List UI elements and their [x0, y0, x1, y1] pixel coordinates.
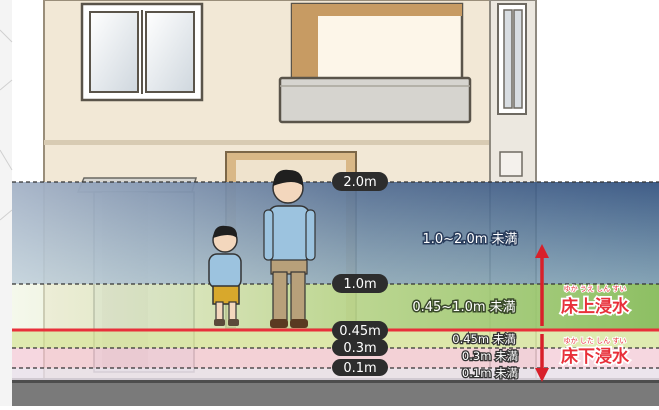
level-label-2m: 2.0m — [332, 172, 388, 191]
map-strip — [0, 0, 12, 406]
adult-figure — [263, 169, 316, 328]
level-label-1m: 1.0m — [332, 274, 388, 293]
band-03-045m — [12, 330, 659, 348]
level-label-01m: 0.1m — [332, 359, 388, 376]
arrow-below-floor — [535, 334, 549, 382]
level-text-1m: 1.0m — [343, 277, 376, 292]
ground — [12, 382, 659, 406]
range-label-045-1m: 0.45~1.0m 未満 — [412, 300, 515, 315]
house-balcony — [278, 2, 472, 124]
house-window — [80, 2, 204, 102]
below-floor-ruby: ゆか した しん すい — [564, 337, 627, 345]
below-floor-label: 床下浸水 — [561, 346, 630, 367]
level-text-045m: 0.45m — [339, 324, 381, 339]
arrow-above-floor — [535, 244, 549, 326]
level-text-2m: 2.0m — [343, 175, 376, 190]
child-figure — [208, 225, 242, 326]
range-label-1-2m: 1.0~2.0m 未満 — [422, 232, 517, 247]
band-045-1m — [12, 284, 659, 329]
level-label-03m: 0.3m — [332, 339, 388, 356]
level-text-01m: 0.1m — [343, 361, 376, 376]
range-label-01m: 0.1m 未満 — [462, 366, 518, 380]
range-label-045m: 0.45m 未満 — [452, 332, 515, 346]
level-text-03m: 0.3m — [343, 341, 376, 356]
above-floor-ruby: ゆか うえ しん すい — [564, 285, 627, 293]
band-01-03m — [12, 348, 659, 368]
range-label-03m: 0.3m 未満 — [462, 349, 518, 363]
level-label-045m: 0.45m — [332, 321, 388, 340]
above-floor-label: 床上浸水 — [561, 296, 630, 317]
